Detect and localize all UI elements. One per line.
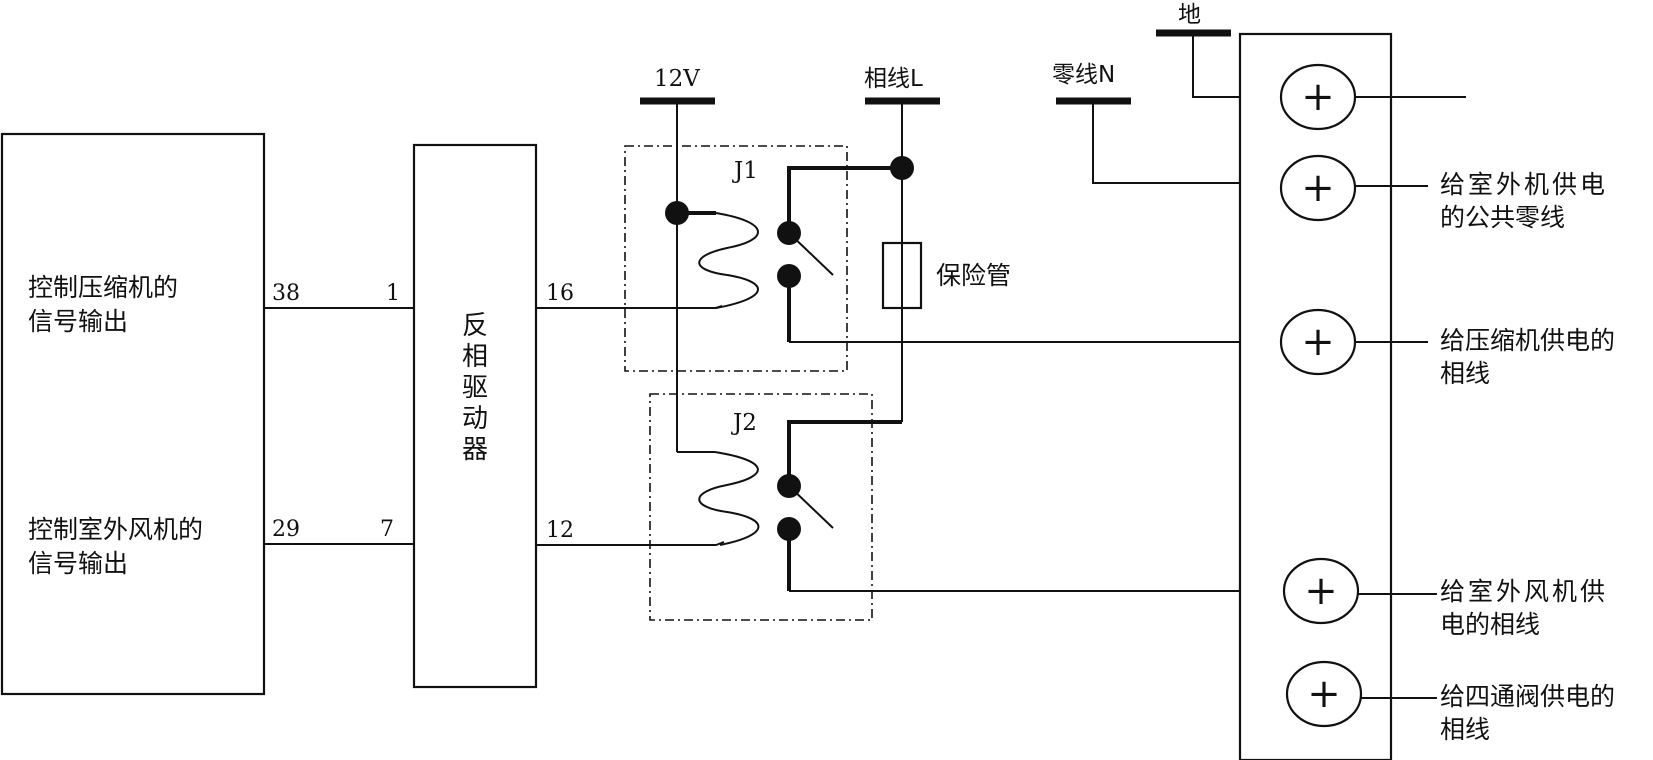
label-ground: 地 bbox=[1178, 2, 1201, 28]
relay-j2-boundary bbox=[649, 393, 873, 621]
compressor-signal-label-line1: 控制压缩机的 bbox=[28, 273, 178, 302]
controller-block: 控制压缩机的 信号输出 控制室外风机的 信号输出 bbox=[0, 132, 266, 696]
terminal-ground: + bbox=[1279, 63, 1466, 131]
fuse-label: 保险管 bbox=[936, 261, 1011, 290]
outdoor-fan-signal-label-line1: 控制室外风机的 bbox=[28, 515, 203, 544]
relay-j1-common-wire bbox=[787, 166, 902, 233]
terminal-outdoor-neutral-label-2: 的公共零线 bbox=[1440, 203, 1565, 232]
driver-label-char-3: 驱 bbox=[462, 373, 488, 403]
driver-label-char-4: 动 bbox=[462, 404, 488, 434]
relay-j2-common-wire bbox=[787, 420, 902, 486]
plus-icon: + bbox=[1301, 165, 1335, 211]
terminal-outdoor-neutral: + 给室外机供电 的公共零线 bbox=[1279, 154, 1608, 232]
label-phase-l: 相线L bbox=[864, 66, 923, 92]
driver-box bbox=[412, 143, 538, 689]
driver-label-char-2: 相 bbox=[462, 342, 488, 372]
relay-j1: J1 bbox=[624, 145, 902, 372]
plus-icon: + bbox=[1301, 74, 1335, 120]
terminal-outdoor-fan-phase-label-2: 电的相线 bbox=[1440, 610, 1540, 639]
pin-29: 29 bbox=[272, 517, 300, 542]
wire-driver-out-16 bbox=[536, 305, 723, 309]
pin-7: 7 bbox=[380, 517, 394, 542]
terminal-four-way-valve-phase-ring bbox=[1285, 660, 1363, 728]
inverting-driver-block: 反 相 驱 动 器 bbox=[412, 143, 538, 689]
relay-j1-coil bbox=[698, 212, 759, 309]
pin-38: 38 bbox=[272, 281, 300, 306]
compressor-signal-label-line2: 信号输出 bbox=[28, 307, 128, 336]
pin-1: 1 bbox=[386, 281, 400, 306]
plus-icon: + bbox=[1301, 319, 1335, 365]
plus-icon: + bbox=[1307, 671, 1341, 717]
terminal-block bbox=[1238, 32, 1393, 760]
terminal-four-way-valve-phase-label-2: 相线 bbox=[1440, 715, 1490, 744]
pin-16: 16 bbox=[546, 281, 574, 306]
relay-j2-switch-arm bbox=[788, 485, 834, 529]
terminal-outdoor-neutral-label-1: 给室外机供电 bbox=[1440, 170, 1608, 199]
pin-12: 12 bbox=[546, 518, 574, 543]
label-12v: 12V bbox=[654, 66, 700, 92]
terminal-outdoor-fan-phase: + 给室外风机供 电的相线 bbox=[1282, 557, 1608, 639]
relay-j1-label: J1 bbox=[732, 158, 758, 184]
driver-label-char-1: 反 bbox=[462, 311, 488, 341]
terminal-compressor-phase-label-2: 相线 bbox=[1440, 359, 1490, 388]
wire-neutral-n bbox=[1092, 101, 1282, 184]
terminal-outdoor-fan-phase-ring bbox=[1282, 557, 1360, 625]
terminal-outdoor-fan-phase-label-1: 给室外风机供 bbox=[1440, 577, 1608, 606]
terminal-compressor-phase-label-1: 给压缩机供电的 bbox=[1440, 326, 1615, 355]
driver-label-char-5: 器 bbox=[462, 435, 488, 465]
terminal-compressor-phase: + 给压缩机供电的 相线 bbox=[1279, 308, 1615, 388]
terminal-outdoor-neutral-ring bbox=[1279, 154, 1357, 222]
relay-j1-boundary bbox=[624, 145, 848, 372]
plus-icon: + bbox=[1304, 568, 1338, 614]
controller-box bbox=[0, 132, 266, 696]
relay-j2: J2 bbox=[649, 393, 902, 621]
terminal-four-way-valve-phase-label-1: 给四通阀供电的 bbox=[1440, 682, 1615, 711]
label-neutral-n: 零线N bbox=[1052, 62, 1115, 88]
outdoor-fan-signal-label-line2: 信号输出 bbox=[28, 549, 128, 578]
relay-j1-switch-arm bbox=[788, 232, 834, 276]
wire-driver-out-12 bbox=[536, 541, 725, 546]
relay-j2-coil bbox=[698, 451, 760, 546]
relay-j2-label: J2 bbox=[731, 410, 757, 436]
terminal-four-way-valve-phase: + 给四通阀供电的 相线 bbox=[1285, 660, 1615, 744]
